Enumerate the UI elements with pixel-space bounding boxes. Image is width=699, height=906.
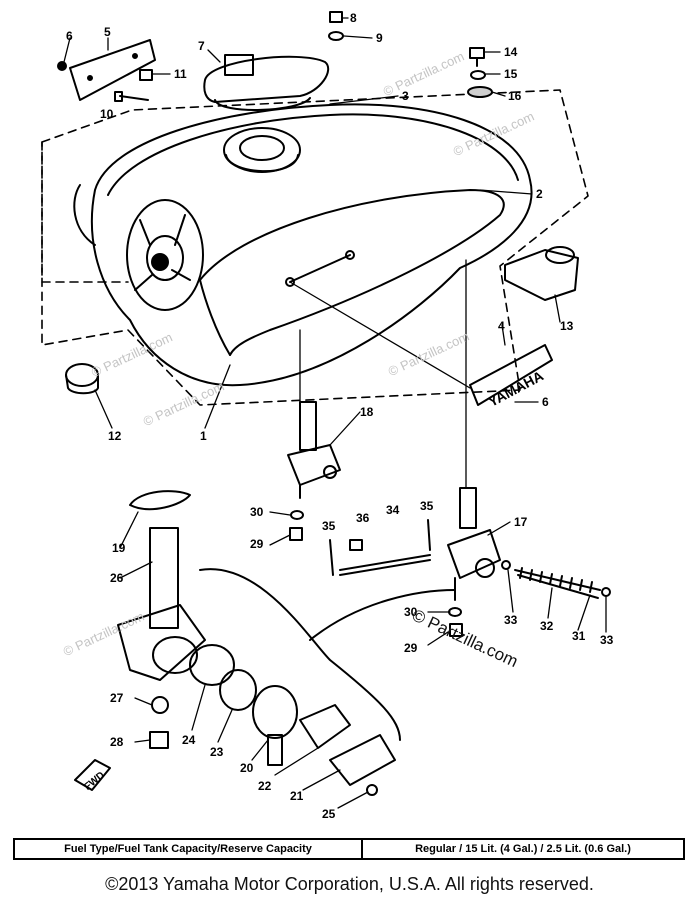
callout-23: 23 — [210, 745, 224, 759]
callout-6b: 6 — [542, 395, 549, 409]
fuel-cock-18 — [287, 401, 341, 499]
callout-16: 16 — [508, 89, 522, 103]
callout-17: 17 — [514, 515, 528, 529]
watermark: © Partzilla.com — [451, 109, 537, 160]
callout-14: 14 — [504, 45, 518, 59]
callout-22: 22 — [258, 779, 272, 793]
callout-2: 2 — [536, 187, 543, 201]
mount-plate — [69, 39, 156, 101]
callout-5: 5 — [104, 25, 111, 39]
callout-7: 7 — [198, 39, 205, 53]
callout-29b: 29 — [404, 641, 418, 655]
callout-26: 26 — [110, 571, 124, 585]
rubber-damper — [504, 246, 579, 301]
callout-15: 15 — [504, 67, 518, 81]
callout-35b: 35 — [420, 499, 434, 513]
fuel-spec-bar: Fuel Type/Fuel Tank Capacity/Reserve Cap… — [13, 838, 685, 860]
callout-31: 31 — [572, 629, 586, 643]
fuel-cock-exploded — [117, 490, 396, 796]
callout-36: 36 — [356, 511, 370, 525]
callout-34: 34 — [386, 503, 400, 517]
callout-8: 8 — [350, 11, 357, 25]
callout-3: 3 — [402, 89, 409, 103]
callout-24: 24 — [182, 733, 196, 747]
callout-28: 28 — [110, 735, 124, 749]
watermark: © Partzilla.com — [381, 49, 467, 100]
copyright-notice: ©2013 Yamaha Motor Corporation, U.S.A. A… — [105, 874, 594, 894]
callout-21: 21 — [290, 789, 304, 803]
callout-32: 32 — [540, 619, 554, 633]
rubber-cap — [65, 363, 99, 395]
callout-12: 12 — [108, 429, 122, 443]
callout-10: 10 — [100, 107, 114, 121]
callout-13: 13 — [560, 319, 574, 333]
callout-9: 9 — [376, 31, 383, 45]
fuel-spec-label: Fuel Type/Fuel Tank Capacity/Reserve Cap… — [15, 840, 363, 858]
spring — [514, 567, 601, 599]
parts-diagram: YAMAHA — [41, 11, 614, 821]
callout-33: 33 — [504, 613, 518, 627]
fuel-cock-17 — [447, 487, 501, 601]
callout-11: 11 — [174, 67, 187, 81]
callout-29: 29 — [250, 537, 264, 551]
watermark: © Partzilla.com — [61, 609, 147, 660]
callout-19: 19 — [112, 541, 126, 555]
callout-25: 25 — [322, 807, 336, 821]
watermark: © Partzilla.com — [386, 329, 472, 380]
reference-frame — [41, 89, 589, 406]
callout-4: 4 — [498, 319, 505, 333]
callout-18: 18 — [360, 405, 374, 419]
watermark: © Partzilla.com — [89, 329, 175, 380]
fuel-tank — [73, 103, 533, 387]
yamaha-emblem — [469, 344, 553, 406]
tank-cap — [203, 54, 330, 111]
callout-30b: 30 — [404, 605, 418, 619]
callout-35: 35 — [322, 519, 336, 533]
callout-6: 6 — [66, 29, 73, 43]
emblem-label: YAMAHA — [485, 367, 546, 409]
callout-33b: 33 — [600, 633, 614, 647]
callout-20: 20 — [240, 761, 254, 775]
callout-27: 27 — [110, 691, 124, 705]
fuel-spec-value: Regular / 15 Lit. (4 Gal.) / 2.5 Lit. (0… — [415, 843, 631, 855]
fwd-mark: FWD — [82, 770, 107, 793]
callout-30: 30 — [250, 505, 264, 519]
callout-1: 1 — [200, 429, 207, 443]
